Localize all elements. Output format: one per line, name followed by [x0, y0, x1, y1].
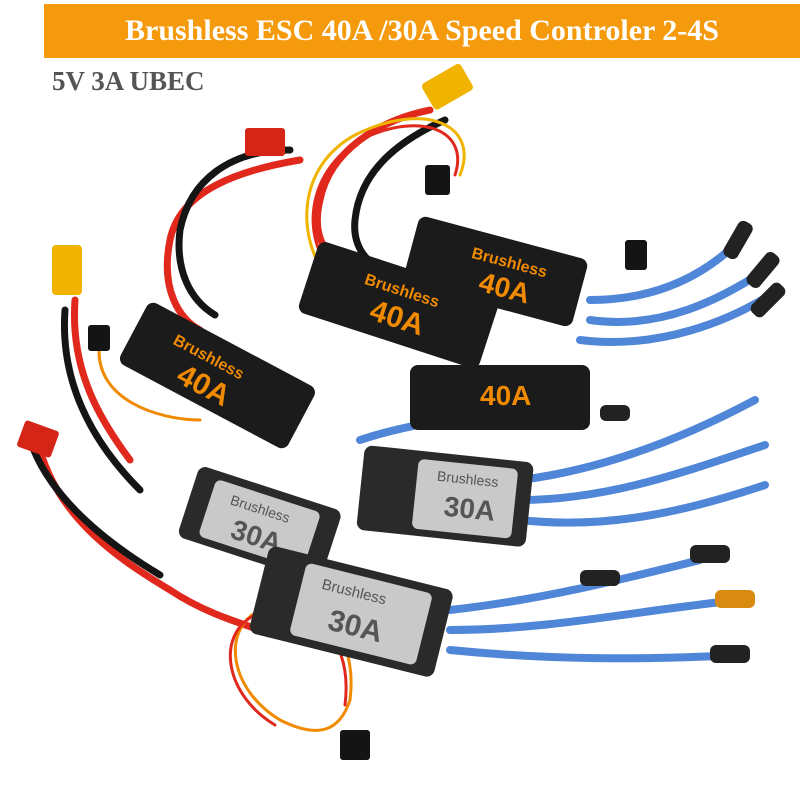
esc-40a-3: Brushless 40A [403, 216, 588, 327]
esc-30a-3: Brushless 30A [249, 546, 453, 677]
product-photo: Brushless 40A Brushless 40A Brushless 40… [17, 63, 786, 760]
title-banner: Brushless ESC 40A /30A Speed Controler 2… [0, 0, 800, 64]
svg-text:30A: 30A [442, 491, 496, 527]
product-title: Brushless ESC 40A /30A Speed Controler 2… [125, 14, 719, 47]
esc-30a-2: Brushless 30A [178, 467, 341, 581]
servo-connectors [88, 165, 647, 760]
bullet-connectors [580, 220, 786, 663]
xt60-connectors [52, 63, 473, 295]
title-bar: Brushless ESC 40A /30A Speed Controler 2… [44, 4, 800, 58]
svg-text:40A: 40A [480, 380, 531, 411]
esc-40a-4: 40A [410, 365, 590, 430]
t-plug-connectors [17, 128, 285, 458]
blue-motor-wires [356, 236, 774, 663]
ubec-subtitle: 5V 3A UBEC [52, 66, 205, 96]
esc-40a-2: Brushless 40A [298, 242, 499, 368]
esc-40a-1: Brushless 40A [119, 302, 315, 449]
esc-30a-1: Brushless 30A [356, 445, 534, 547]
svg-text:Brushless: Brushless [436, 468, 499, 490]
